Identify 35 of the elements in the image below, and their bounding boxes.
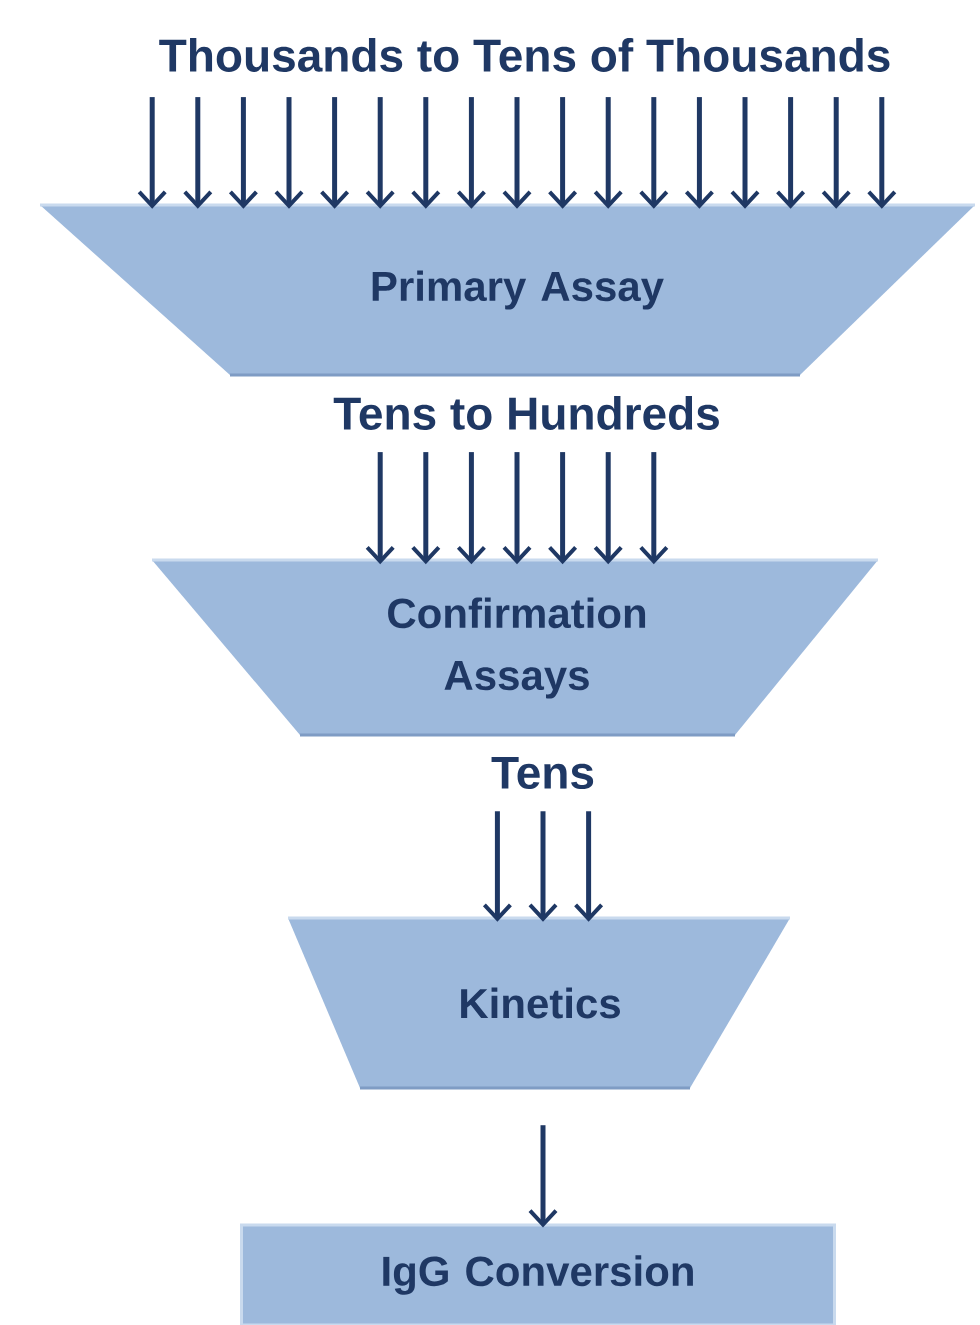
arrow: [574, 811, 604, 922]
arrow: [639, 452, 669, 565]
arrow: [411, 97, 441, 209]
arrow: [456, 452, 486, 565]
stage-box: IgG Conversion: [240, 1223, 836, 1325]
stage-count-label: Tens to Hundreds: [333, 396, 719, 430]
funnel-stage: Kinetics: [288, 916, 790, 1090]
arrow: [365, 452, 395, 565]
arrow: [548, 97, 578, 209]
arrow: [867, 97, 897, 209]
arrow: [593, 452, 623, 565]
arrow: [502, 452, 532, 565]
stage-count-label: Tens: [491, 756, 594, 790]
arrow: [593, 97, 623, 209]
arrow: [776, 97, 806, 209]
arrow: [528, 811, 558, 922]
arrow: [684, 97, 714, 209]
arrow: [274, 97, 304, 209]
arrow: [411, 452, 441, 565]
arrow: [228, 97, 258, 209]
arrow: [528, 1125, 558, 1228]
arrow: [183, 97, 213, 209]
arrow: [365, 97, 395, 209]
arrow: [502, 97, 532, 209]
stage-count-label: Thousands to Tens of Thousands: [159, 38, 890, 72]
funnel-stage: Confirmation Assays: [152, 558, 878, 737]
funnel-stage: Primary Assay: [40, 203, 975, 377]
arrow: [548, 452, 578, 565]
arrow: [639, 97, 669, 209]
arrow: [320, 97, 350, 209]
arrow: [137, 97, 167, 209]
arrow: [482, 811, 512, 922]
arrow: [821, 97, 851, 209]
arrow: [456, 97, 486, 209]
arrow: [730, 97, 760, 209]
